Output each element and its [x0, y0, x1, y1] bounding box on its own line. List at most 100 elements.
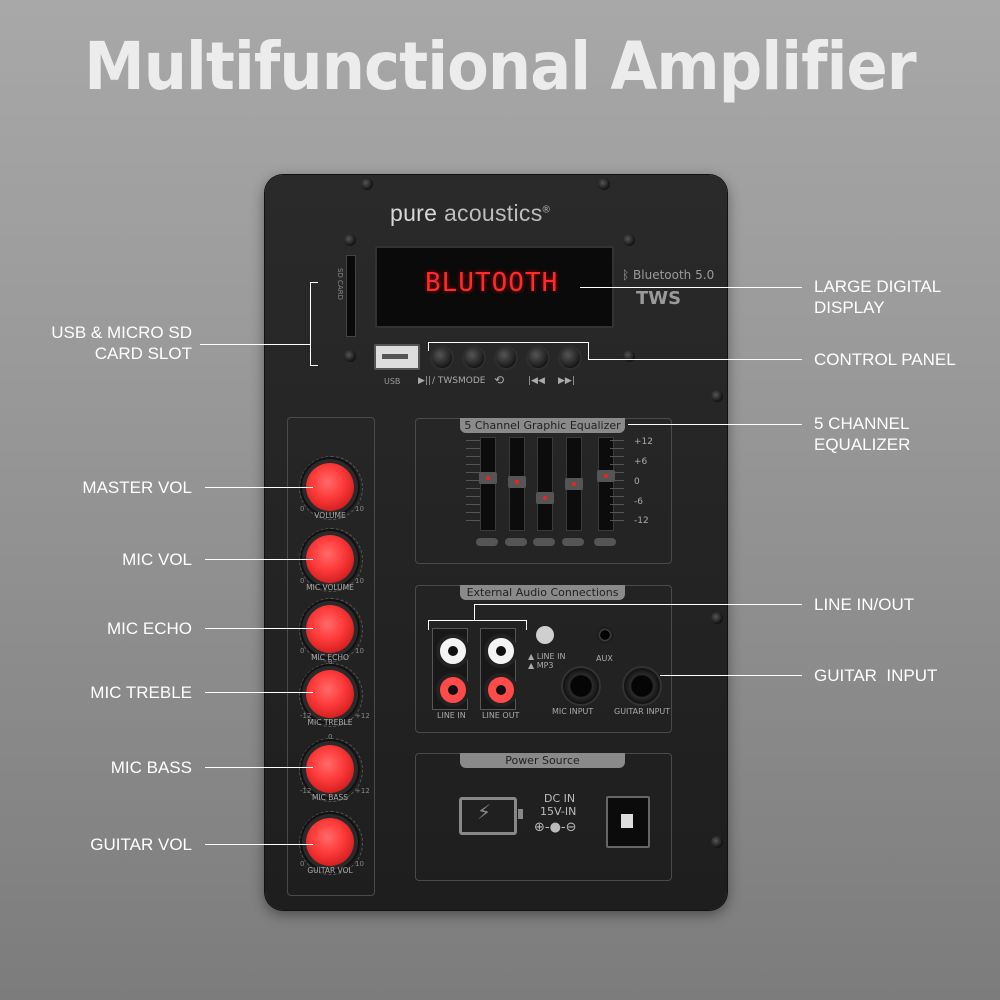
eq-tick — [466, 456, 480, 457]
eq-tick — [466, 504, 480, 505]
knob-center-label: 0 — [328, 733, 333, 741]
line-in-label: LINE IN — [437, 711, 466, 720]
aux-jack[interactable] — [597, 627, 613, 643]
mic-input-jack[interactable] — [561, 666, 601, 706]
screw-icon — [711, 612, 723, 624]
bluetooth-badge: ᛒ Bluetooth 5.0 — [622, 268, 715, 282]
dc-in-label: DC IN — [544, 792, 576, 805]
line-out-red-jack[interactable] — [484, 673, 518, 707]
next-button[interactable] — [558, 346, 582, 370]
callout-line — [310, 282, 311, 365]
eq-slider-knob[interactable] — [536, 492, 554, 504]
eq-slider-track[interactable] — [508, 437, 526, 531]
eq-band-label — [533, 538, 555, 546]
display-text: BLUTOOTH — [425, 268, 559, 298]
knob-scale — [299, 456, 363, 520]
callout-mic-echo: MIC ECHO — [107, 619, 192, 638]
knob-center-label: 0 — [328, 658, 333, 666]
callout-line — [660, 675, 802, 676]
screw-icon — [361, 178, 373, 190]
screw-icon — [344, 350, 356, 362]
callout-line — [428, 620, 429, 630]
eq-tick — [610, 456, 624, 457]
previous-icon: |◀◀ — [528, 376, 545, 386]
knob-label: MIC TREBLE — [307, 718, 353, 727]
callout-line — [526, 620, 527, 630]
audio-connections-title: External Audio Connections — [460, 585, 625, 600]
knob-2[interactable] — [306, 535, 354, 583]
previous-button[interactable] — [526, 346, 550, 370]
eq-slider-track[interactable] — [479, 437, 497, 531]
eq-slider-track[interactable] — [565, 437, 583, 531]
callout-guitar-vol: GUITAR VOL — [90, 835, 192, 854]
eq-tick — [466, 496, 480, 497]
knob-4[interactable] — [306, 670, 354, 718]
callout-line — [588, 342, 589, 359]
callout-guitar-input: GUITAR INPUT — [814, 666, 938, 685]
equalizer-title: 5 Channel Graphic Equalizer — [460, 418, 625, 433]
knob-panel — [287, 417, 375, 896]
eq-tick — [610, 440, 624, 441]
knob-min-label: 0 — [300, 505, 305, 513]
line-in-white-jack[interactable] — [436, 634, 470, 668]
callout-line — [310, 365, 318, 366]
knob-scale — [299, 528, 363, 592]
knob-5[interactable] — [306, 745, 354, 793]
callout-line — [428, 620, 526, 621]
repeat-button[interactable] — [494, 346, 518, 370]
eq-tick — [610, 472, 624, 473]
play-pause-tws-button[interactable] — [430, 346, 454, 370]
callout-line — [474, 604, 475, 620]
callout-line — [428, 342, 588, 343]
knob-max-label: +12 — [355, 712, 370, 720]
callout-line — [205, 767, 313, 768]
charge-icon: ⚡ — [477, 800, 492, 824]
callout-line — [580, 287, 802, 288]
mic-input-label: MIC INPUT — [552, 707, 594, 716]
screw-icon — [598, 178, 610, 190]
battery-icon — [459, 797, 523, 835]
screw-icon — [623, 350, 635, 362]
callout-mic-bass: MIC BASS — [110, 758, 192, 777]
eq-slider-knob[interactable] — [508, 476, 526, 488]
eq-slider-track[interactable] — [597, 437, 615, 531]
callout-line — [310, 282, 318, 283]
line-mp3-switch[interactable] — [536, 626, 554, 644]
eq-db-label: +6 — [634, 457, 648, 467]
screw-icon — [623, 234, 635, 246]
knob-1[interactable] — [306, 463, 354, 511]
knob-scale — [299, 738, 363, 802]
callout-line — [205, 487, 313, 488]
screw-icon — [711, 390, 723, 402]
callout-mic-vol: MIC VOL — [122, 550, 192, 569]
eq-slider-knob[interactable] — [597, 470, 615, 482]
eq-band-label — [505, 538, 527, 546]
line-in-red-jack[interactable] — [436, 673, 470, 707]
eq-slider-knob[interactable] — [565, 478, 583, 490]
eq-band-label — [476, 538, 498, 546]
guitar-input-jack[interactable] — [622, 666, 662, 706]
dc-power-jack[interactable] — [606, 796, 650, 848]
eq-slider-track[interactable] — [536, 437, 554, 531]
usb-port[interactable] — [374, 344, 420, 370]
knob-3[interactable] — [306, 605, 354, 653]
callout-line-in-out: LINE IN/OUT — [814, 595, 915, 614]
bluetooth-icon: ᛒ — [622, 268, 630, 282]
eq-slider-knob[interactable] — [479, 472, 497, 484]
eq-tick — [466, 480, 480, 481]
eq-db-label: -12 — [634, 516, 649, 526]
callout-line — [205, 559, 313, 560]
callout-line — [205, 692, 313, 693]
knob-label: GUITAR VOL — [307, 866, 353, 875]
knob-6[interactable] — [306, 818, 354, 866]
next-icon: ▶▶| — [558, 376, 575, 386]
play-pause-icon: ▶|| — [418, 376, 431, 386]
voltage-label: 15V-IN — [540, 805, 577, 818]
eq-db-label: 0 — [634, 477, 640, 487]
guitar-input-label: GUITAR INPUT — [614, 707, 671, 716]
sd-card-slot[interactable] — [346, 255, 356, 337]
line-out-white-jack[interactable] — [484, 634, 518, 668]
screw-icon — [344, 234, 356, 246]
mode-button[interactable] — [462, 346, 486, 370]
